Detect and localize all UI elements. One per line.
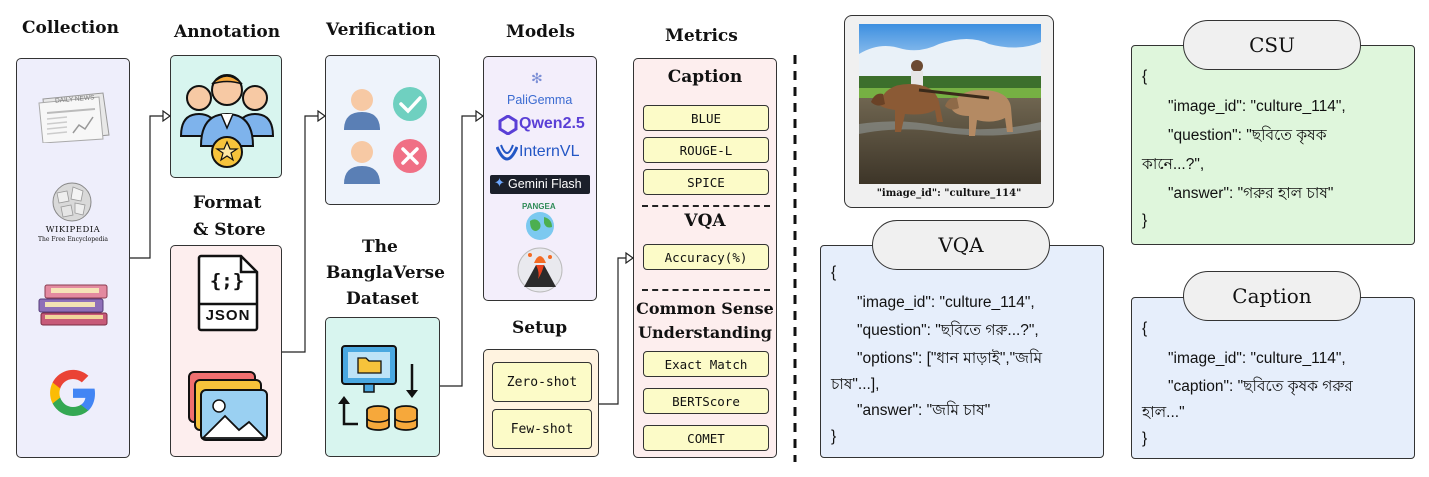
connector-collection-annotation [130, 115, 163, 259]
stage-models-title: Models [506, 22, 575, 42]
connector-annotation-verification [282, 115, 318, 353]
books-icon [37, 279, 111, 329]
paligemma-icon: ✻ [531, 71, 543, 87]
csu-title-pill: CSU [1183, 20, 1361, 70]
arrowhead-annotation [162, 109, 172, 123]
caption-line-3: "caption": "ছবিতে কৃষক গরুর [1168, 378, 1353, 395]
models-panel: ✻ PaliGemma Qwen2.5 InternVL ✦ Gemini Fl… [483, 56, 597, 301]
metric-comet: COMET [643, 425, 769, 451]
csu-line-2: "image_id": "culture_114", [1168, 98, 1346, 115]
vqa-line-7: } [831, 428, 837, 445]
gemini-star-icon: ✦ [494, 176, 505, 191]
metrics-csu-title-1: Common Sense [636, 299, 774, 318]
dataset-title-3: Dataset [346, 289, 419, 309]
setup-zero-shot: Zero-shot [492, 362, 592, 402]
metric-spice: SPICE [643, 169, 769, 195]
metrics-panel: Caption BLUE ROUGE-L SPICE VQA Accuracy(… [633, 58, 777, 458]
model-pangea: PANGEA [522, 202, 556, 211]
metric-rouge-l: ROUGE-L [643, 137, 769, 163]
wikipedia-wordmark: WIKIPEDIA [45, 225, 101, 235]
arrowhead-verification [317, 109, 327, 123]
pipeline-connectors [130, 55, 797, 462]
connector-setup-metrics [599, 257, 626, 405]
collection-panel: DAILY NEWS WIKIPEDIA The Free Encycloped… [16, 58, 130, 458]
arrowhead-metrics [625, 251, 635, 265]
model-gemini-flash: Gemini Flash [508, 177, 582, 191]
csu-json-panel: { "image_id": "culture_114", "question":… [1131, 45, 1415, 245]
vqa-line-1: { [831, 264, 837, 281]
metric-blue: BLUE [643, 105, 769, 131]
vqa-line-5: চাষ"...], [831, 376, 880, 393]
json-glyph: {;} [209, 270, 245, 292]
json-label: JSON [205, 307, 251, 324]
wikipedia-icon [47, 181, 97, 223]
qwen-icon [498, 114, 518, 136]
metric-accuracy: Accuracy(%) [643, 244, 769, 270]
dataset-title-1: The [362, 237, 398, 257]
metrics-csu-title-2: Understanding [638, 323, 772, 342]
model-paligemma: PaliGemma [507, 93, 573, 107]
pangea-globe-icon [522, 211, 558, 241]
setup-title: Setup [512, 318, 568, 338]
csu-line-5: "answer": "গরুর হাল চাষ" [1168, 185, 1334, 202]
vqa-line-4: "options": ["ধান মাড়াই","জমি [857, 350, 1043, 367]
volcano-icon [516, 247, 564, 293]
stage-metrics-title: Metrics [665, 26, 738, 46]
vqa-json-panel: { "image_id": "culture_114", "question":… [820, 245, 1104, 458]
verification-panel [325, 55, 440, 205]
newspaper-icon: DAILY NEWS [37, 91, 111, 144]
caption-title-pill: Caption [1183, 271, 1361, 321]
vqa-line-2: "image_id": "culture_114", [857, 294, 1035, 311]
annotation-panel [170, 55, 282, 178]
dataset-panel [325, 317, 440, 457]
format-store-title-2: & Store [193, 220, 266, 240]
vqa-line-3: "question": "ছবিতে গরু...?", [857, 322, 1039, 339]
setup-panel: Zero-shot Few-shot [483, 349, 599, 457]
gemini-flash-badge: ✦ Gemini Flash [490, 175, 590, 194]
metrics-vqa-title: VQA [684, 211, 726, 231]
stage-annotation-title: Annotation [174, 22, 281, 42]
google-icon [43, 363, 103, 423]
caption-line-4: হাল..." [1142, 404, 1185, 421]
internvl-icon [495, 143, 519, 163]
annotators-icon [175, 62, 279, 172]
metrics-divider-1 [642, 205, 770, 207]
csu-line-3: "question": "ছবিতে কৃষক [1168, 127, 1327, 144]
vqa-title-pill: VQA [872, 220, 1050, 270]
setup-few-shot: Few-shot [492, 409, 592, 449]
connector-dataset-models [440, 115, 476, 387]
image-gallery-icon [185, 368, 271, 444]
caption-line-5: } [1142, 430, 1148, 447]
stage-collection-title: Collection [22, 18, 119, 38]
wikipedia-tagline: The Free Encyclopedia [38, 236, 108, 243]
metrics-divider-2 [642, 289, 770, 291]
farmer-oxen-photo [859, 24, 1041, 184]
csu-line-4: কানে...?", [1142, 156, 1205, 173]
dataset-title-2: BanglaVerse [326, 263, 445, 283]
csu-line-6: } [1142, 212, 1148, 229]
vqa-line-6: "answer": "জমি চাষ" [857, 402, 991, 419]
database-icon [338, 340, 430, 436]
metric-bertscore: BERTScore [643, 388, 769, 414]
stage-verification-title: Verification [326, 20, 436, 40]
metrics-caption-title: Caption [667, 67, 743, 87]
photo-caption: "image_id": "culture_114" [876, 188, 1022, 199]
csu-line-1: { [1142, 68, 1148, 85]
metric-exact-match: Exact Match [643, 351, 769, 377]
caption-line-1: { [1142, 320, 1148, 337]
verified-person-icon [338, 82, 430, 132]
format-store-title-1: Format [193, 193, 262, 213]
rejected-person-icon [338, 134, 430, 186]
model-internvl: InternVL [519, 143, 580, 160]
format-store-panel: {;} JSON [170, 245, 282, 457]
model-qwen: Qwen2.5 [519, 115, 585, 132]
sample-photo-panel: "image_id": "culture_114" [844, 15, 1054, 208]
caption-line-2: "image_id": "culture_114", [1168, 350, 1346, 367]
caption-json-panel: { "image_id": "culture_114", "caption": … [1131, 297, 1415, 459]
json-file-icon: {;} JSON [195, 254, 261, 332]
arrowhead-models [475, 109, 485, 123]
